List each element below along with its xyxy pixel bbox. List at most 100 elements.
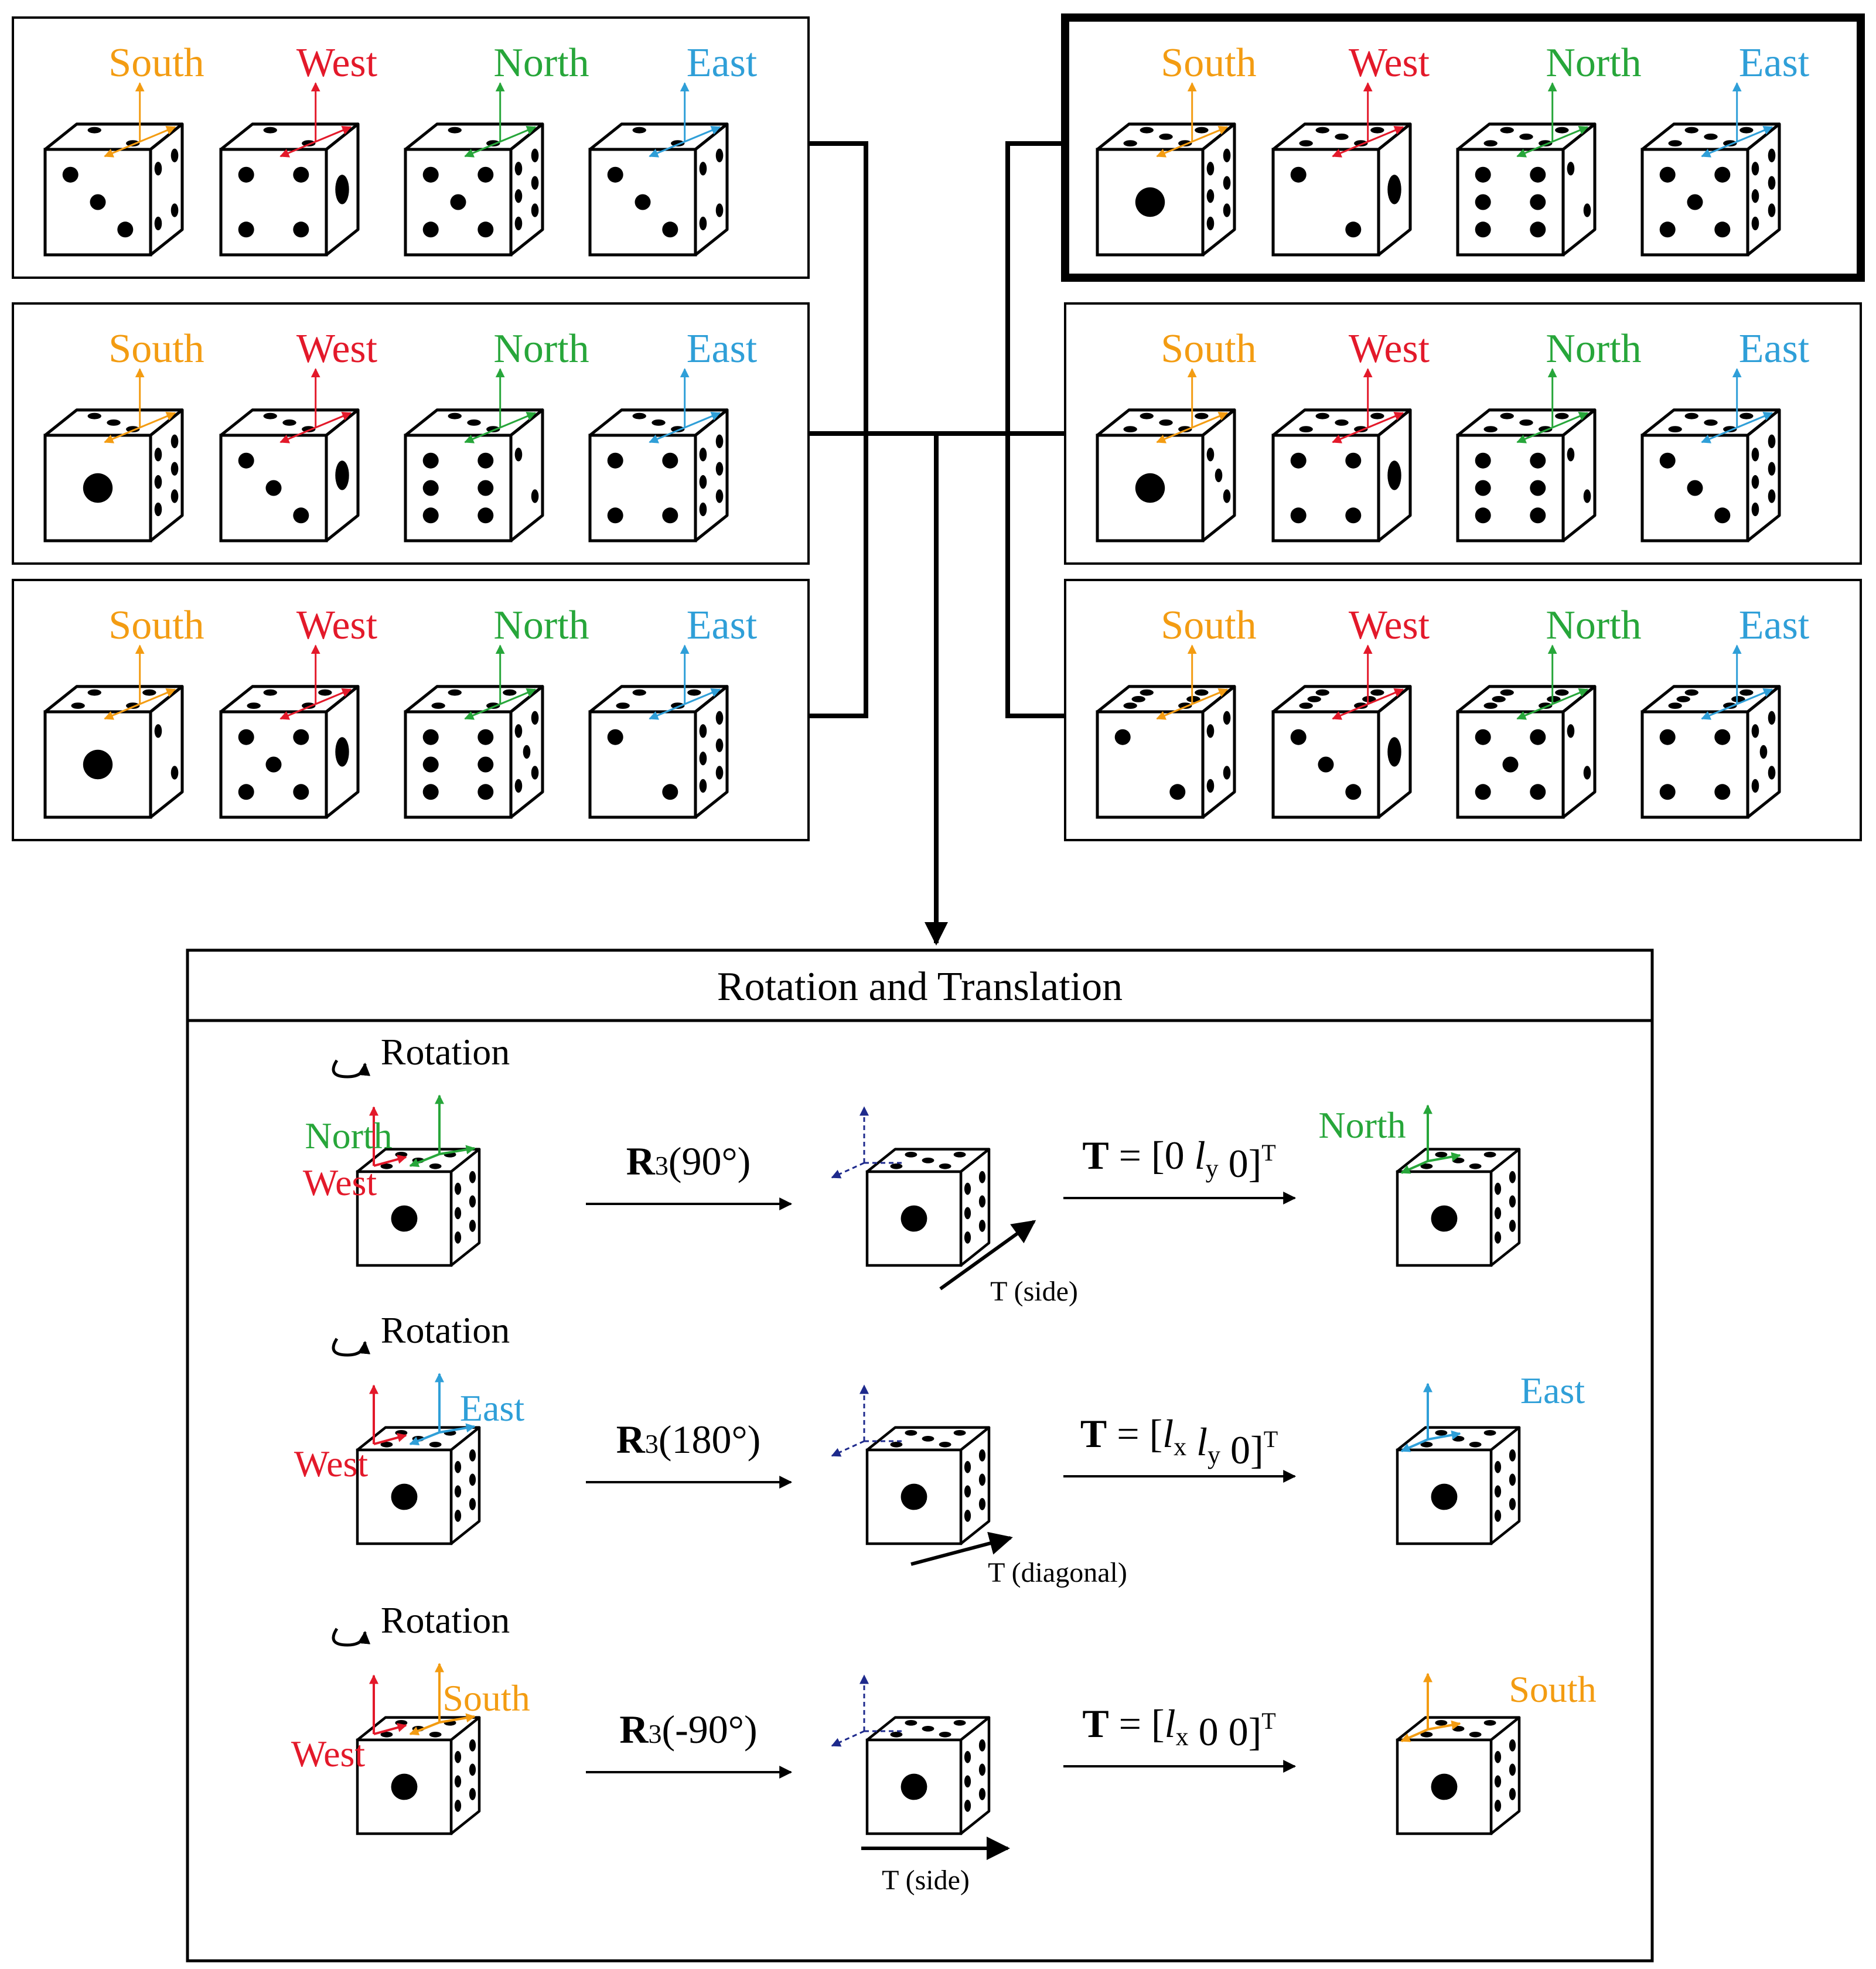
pip	[318, 689, 332, 696]
pip	[1483, 1152, 1496, 1158]
pip	[699, 751, 707, 766]
direction-label-north: North	[493, 40, 589, 86]
die-front-face	[1456, 434, 1565, 542]
pip	[431, 702, 445, 709]
pip	[531, 489, 539, 503]
die-north	[1456, 122, 1597, 257]
pip	[1435, 1720, 1448, 1726]
pip	[905, 1720, 917, 1726]
pip	[1475, 507, 1491, 524]
pip	[154, 216, 162, 231]
pip	[514, 189, 523, 203]
pip	[531, 203, 539, 217]
pip	[1345, 221, 1362, 238]
pip	[890, 1731, 903, 1738]
pip	[964, 1182, 971, 1195]
pip	[469, 1498, 476, 1510]
pip	[1354, 702, 1368, 709]
pip	[1659, 221, 1676, 238]
axis-south	[104, 644, 176, 720]
pip	[422, 756, 439, 773]
pip	[1684, 412, 1698, 419]
pip	[1502, 756, 1519, 773]
pip	[699, 475, 707, 489]
die-front-face	[1640, 710, 1749, 819]
pip	[715, 489, 724, 503]
pip	[1687, 194, 1703, 210]
pip	[1723, 426, 1737, 433]
pip	[1494, 1460, 1502, 1473]
pip	[170, 203, 179, 217]
direction-label-south: South	[1161, 326, 1256, 371]
result-frame-label-south: South	[1509, 1668, 1596, 1710]
axis-north	[464, 368, 537, 443]
pip	[1751, 779, 1759, 793]
pip	[1684, 127, 1698, 134]
pip	[1509, 1449, 1516, 1462]
direction-label-east: East	[687, 326, 758, 371]
direction-label-north: North	[1546, 603, 1641, 648]
pip	[1759, 745, 1768, 759]
pip	[1714, 729, 1731, 745]
pip	[699, 502, 707, 517]
rotation-curl-icon	[332, 1059, 371, 1079]
pip	[238, 729, 254, 745]
pip	[1509, 1195, 1516, 1208]
pip	[964, 1207, 971, 1220]
pip	[380, 1163, 393, 1169]
pip	[1223, 148, 1231, 163]
pip	[1370, 689, 1384, 696]
die-south	[1096, 408, 1236, 542]
pip	[1751, 502, 1759, 517]
pip	[469, 1220, 476, 1232]
pip	[671, 140, 685, 147]
pip	[1206, 162, 1215, 176]
pip	[1509, 1171, 1516, 1183]
pip	[1567, 448, 1575, 462]
pip	[531, 176, 539, 190]
pip	[429, 1441, 442, 1448]
pip	[1475, 166, 1491, 183]
pip	[607, 166, 623, 183]
pip	[469, 1739, 476, 1752]
axis-south	[104, 368, 176, 443]
pip	[1206, 216, 1215, 231]
die-east	[1640, 685, 1781, 819]
die-front-face	[219, 148, 328, 257]
pip	[978, 1171, 986, 1183]
dashed-axis	[831, 1730, 865, 1747]
die-south	[43, 122, 184, 257]
pip	[1483, 1430, 1496, 1436]
translation-vector-label: T = [0 ly 0]T	[1082, 1133, 1275, 1186]
pip	[469, 1473, 476, 1486]
die-front-face	[404, 434, 513, 542]
pip	[699, 779, 707, 793]
pip	[469, 1171, 476, 1183]
pip	[422, 507, 439, 524]
pip	[469, 1449, 476, 1462]
direction-label-north: North	[1546, 40, 1641, 86]
pip	[1530, 194, 1546, 210]
axis-east	[1701, 644, 1773, 720]
frame-label-west: West	[294, 1443, 369, 1485]
pip	[1714, 784, 1731, 800]
pip	[1530, 166, 1546, 183]
pip	[1751, 216, 1759, 231]
pip	[1123, 140, 1137, 147]
axis-west	[1332, 368, 1404, 443]
pip	[1475, 480, 1491, 496]
die-west	[1271, 685, 1412, 819]
pip	[1469, 1441, 1482, 1448]
die-north	[1456, 685, 1597, 819]
pip	[454, 1460, 462, 1473]
pip	[429, 1163, 442, 1169]
pip	[486, 140, 500, 147]
pip	[1431, 1483, 1458, 1510]
direction-label-east: East	[687, 40, 758, 86]
die-front-face	[588, 710, 697, 819]
pip	[1751, 189, 1759, 203]
pip	[1494, 1182, 1502, 1195]
pip	[1509, 1739, 1516, 1752]
pip	[1483, 702, 1498, 709]
